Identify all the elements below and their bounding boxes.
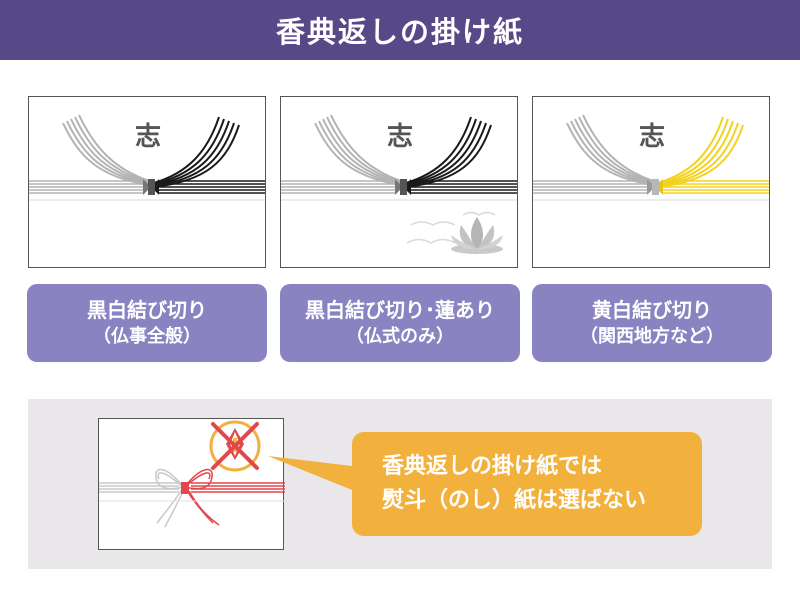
label-main: 黒白結び切り — [87, 298, 207, 322]
callout-line-1: 香典返しの掛け紙では — [382, 454, 603, 479]
mizuhiki-illustration: 志 — [533, 114, 769, 201]
mizuhiki-illustration: 志 — [281, 114, 517, 254]
label-sub: （仏事全般） — [93, 326, 201, 347]
noshi-kakegami-card — [98, 418, 285, 550]
label-sub: （関西地方など） — [580, 326, 724, 347]
shi-kanji: 志 — [135, 122, 161, 152]
kakegami-card-black-white: 志 — [28, 96, 266, 268]
kakegami-card-lotus: 志 — [280, 96, 518, 268]
label-yellow-white: 黄白結び切り （関西地方など） — [532, 284, 772, 362]
callout-line-2: 熨斗（のし）紙は選ばない — [382, 488, 647, 513]
mizuhiki-illustration: 志 — [29, 114, 265, 201]
label-black-white: 黒白結び切り （仏事全般） — [27, 284, 267, 362]
label-main: 黒白結び切り･蓮あり — [305, 298, 495, 322]
shi-kanji: 志 — [387, 122, 413, 152]
red-mizuhiki-illustration — [99, 468, 285, 528]
warning-callout: 香典返しの掛け紙では 熨斗（のし）紙は選ばない — [352, 432, 702, 536]
label-main: 黄白結び切り — [592, 298, 712, 322]
header-bar: 香典返しの掛け紙 — [0, 0, 800, 60]
kakegami-card-yellow-white: 志 — [532, 96, 770, 268]
shi-kanji: 志 — [639, 122, 665, 152]
lotus-icon — [406, 211, 503, 254]
label-sub: （仏式のみ） — [346, 326, 454, 347]
page-title: 香典返しの掛け紙 — [275, 15, 524, 49]
label-lotus: 黒白結び切り･蓮あり （仏式のみ） — [280, 284, 520, 362]
